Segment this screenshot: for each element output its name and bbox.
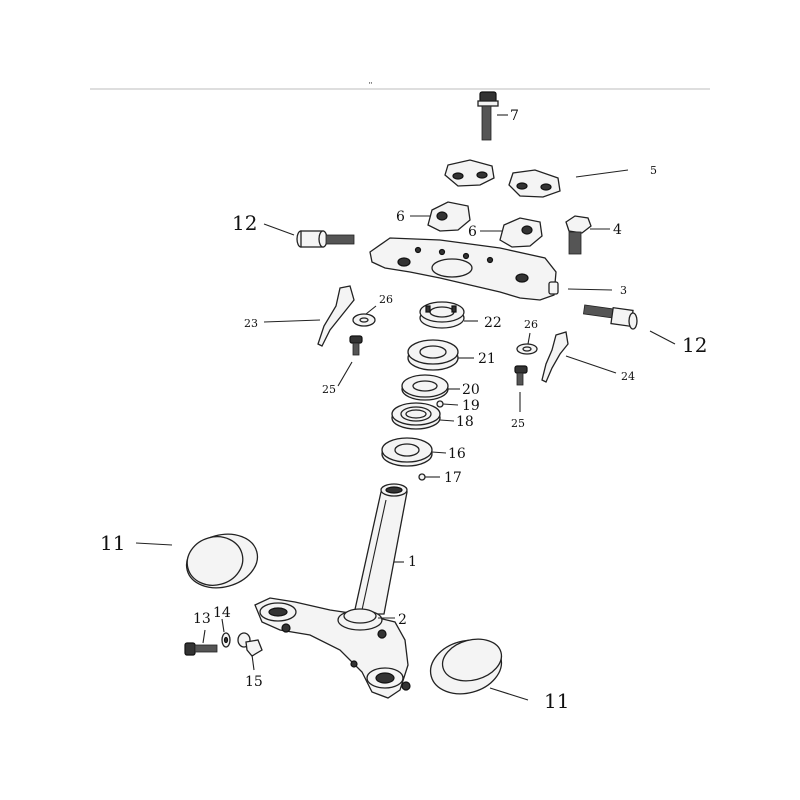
part-12-socket-bolt-left — [296, 230, 355, 248]
callout-12-left: 12 — [232, 211, 257, 235]
header-mark: ¨ — [368, 82, 373, 93]
part-21-dust-seal — [407, 339, 459, 371]
part-5-clamp-cap-right — [508, 169, 561, 198]
part-19-steel-ball — [436, 400, 444, 408]
callout-17: 17 — [444, 470, 462, 486]
callout-19: 19 — [462, 398, 480, 414]
callout-6-left: 6 — [396, 209, 405, 225]
callout-6-right: 6 — [468, 224, 477, 240]
callout-25-left: 25 — [322, 383, 336, 396]
callout-1: 1 — [408, 554, 417, 570]
part-20-bearing-race — [401, 374, 449, 401]
callout-11-left: 11 — [100, 531, 125, 555]
callout-25-right: 25 — [511, 417, 525, 430]
part-12-socket-bolt-right — [582, 304, 638, 330]
callout-15: 15 — [245, 674, 263, 690]
part-14-washer — [221, 632, 231, 648]
callout-16: 16 — [448, 446, 466, 462]
part-1-steering-stem — [353, 483, 408, 615]
callout-18: 18 — [456, 414, 474, 430]
callout-11-right: 11 — [544, 689, 569, 713]
callout-3: 3 — [620, 284, 627, 297]
callout-4: 4 — [613, 222, 622, 238]
callout-21: 21 — [478, 351, 496, 367]
part-11-cap-right — [429, 638, 503, 695]
callout-14: 14 — [213, 605, 231, 621]
callout-13: 13 — [193, 611, 211, 627]
part-4-flange-bolt — [565, 215, 592, 255]
part-22-stem-nut — [419, 301, 465, 329]
callout-5: 5 — [650, 164, 657, 177]
part-25-screw-right — [514, 365, 528, 386]
part-3-upper-triple-clamp — [369, 237, 559, 301]
part-15-clip — [237, 632, 263, 657]
part-24-bracket — [541, 331, 569, 383]
part-6-clamp-holder-right — [499, 217, 543, 248]
part-23-bracket — [317, 285, 355, 347]
callout-26-right: 26 — [524, 318, 538, 331]
callout-23: 23 — [244, 317, 258, 330]
callout-2: 2 — [398, 612, 407, 628]
part-26-washer-right — [516, 343, 538, 355]
part-11-cap-left — [185, 533, 259, 589]
part-25-screw-left — [349, 335, 363, 356]
callout-22: 22 — [484, 315, 502, 331]
part-13-bolt — [184, 642, 218, 656]
callout-7: 7 — [510, 108, 519, 124]
part-7-bolt — [477, 91, 499, 141]
part-17-steel-ball — [418, 473, 426, 481]
callout-24: 24 — [621, 370, 635, 383]
callout-26-left: 26 — [379, 293, 393, 306]
part-6-clamp-holder-left — [427, 201, 471, 232]
callout-20: 20 — [462, 382, 480, 398]
callout-labels: 7 5 6 6 4 12 3 12 23 26 22 26 21 24 25 2… — [100, 108, 707, 713]
part-26-washer-left — [352, 313, 376, 327]
part-18-ball-race — [391, 402, 441, 430]
leader-lines — [135, 114, 676, 701]
callout-12-right: 12 — [682, 333, 707, 357]
part-2-lower-triple-clamp — [254, 597, 411, 699]
part-16-bottom-race — [381, 437, 433, 467]
part-5-clamp-cap-left — [444, 159, 495, 187]
